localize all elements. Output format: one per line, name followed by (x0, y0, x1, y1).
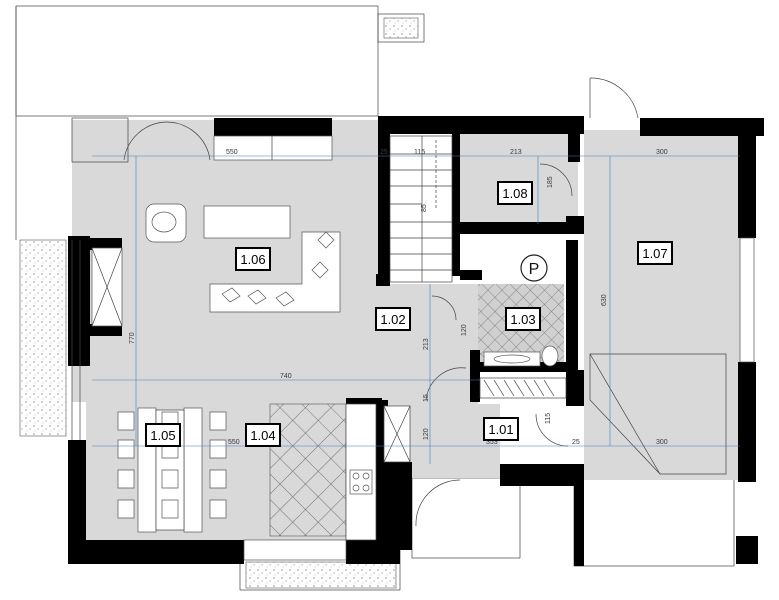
room-labels: 1.01 1.02 1.03 1.04 1.05 1.06 1.07 1.08 (145, 181, 673, 447)
walls (68, 116, 764, 566)
svg-text:1.05: 1.05 (150, 428, 175, 443)
dim-stair-width: 115 (414, 149, 425, 156)
dim-garage-width-bottom: 300 (656, 439, 668, 446)
staircase (389, 135, 453, 283)
dim-main-depth: 770 (129, 332, 136, 344)
svg-text:1.08: 1.08 (502, 186, 527, 201)
room-label-1-02: 1.02 (375, 307, 411, 331)
dim-living-width: 550 (226, 149, 238, 156)
dim-utility-height: 115 (545, 413, 552, 424)
dim-total-width: 740 (280, 373, 292, 380)
dim-kitchen-width: 550 (228, 439, 240, 446)
dimension-labels: 550 25 115 213 300 740 550 353 25 300 77… (129, 149, 668, 446)
svg-text:1.06: 1.06 (240, 252, 265, 267)
dim-hall-width-top: 213 (510, 149, 522, 156)
dim-storage-height: 185 (547, 176, 554, 188)
room-label-1-04: 1.04 (245, 423, 281, 447)
svg-text:1.03: 1.03 (510, 312, 535, 327)
dim-small-a: 85 (421, 204, 428, 212)
room-label-1-01: 1.01 (483, 417, 519, 441)
gravel-strip-west (19, 239, 67, 437)
svg-text:1.04: 1.04 (250, 428, 275, 443)
room-label-1-05: 1.05 (145, 423, 181, 447)
room-label-1-06: 1.06 (235, 247, 271, 271)
doors (123, 77, 639, 527)
room-label-1-08: 1.08 (497, 181, 533, 205)
living-furniture (145, 203, 341, 313)
dim-small-b: 120 (461, 324, 468, 336)
gravel-strip-south (245, 561, 397, 589)
dim-stair-length: 213 (423, 338, 430, 350)
dim-wall-gap-top: 25 (380, 149, 388, 156)
dim-garage-width-top: 300 (656, 149, 668, 156)
kitchen-fixtures (345, 403, 411, 541)
dim-wall-gap-bottom: 25 (572, 439, 580, 446)
dim-hall-width-bottom: 353 (486, 439, 498, 446)
fireplace (91, 247, 123, 327)
dimension-lines (92, 155, 740, 464)
garage-car (589, 353, 727, 475)
parking-symbol: P (520, 254, 548, 282)
svg-text:1.01: 1.01 (488, 422, 513, 437)
room-label-1-03: 1.03 (505, 307, 541, 331)
room-label-1-07: 1.07 (637, 241, 673, 265)
svg-text:1.02: 1.02 (380, 312, 405, 327)
bathroom-fixtures (479, 345, 567, 399)
dim-entry-depth: 120 (423, 428, 430, 440)
parking-letter: P (529, 261, 540, 278)
dim-garage-depth: 630 (601, 294, 608, 306)
svg-text:1.07: 1.07 (642, 246, 667, 261)
dim-small-c: 15 (423, 394, 430, 402)
